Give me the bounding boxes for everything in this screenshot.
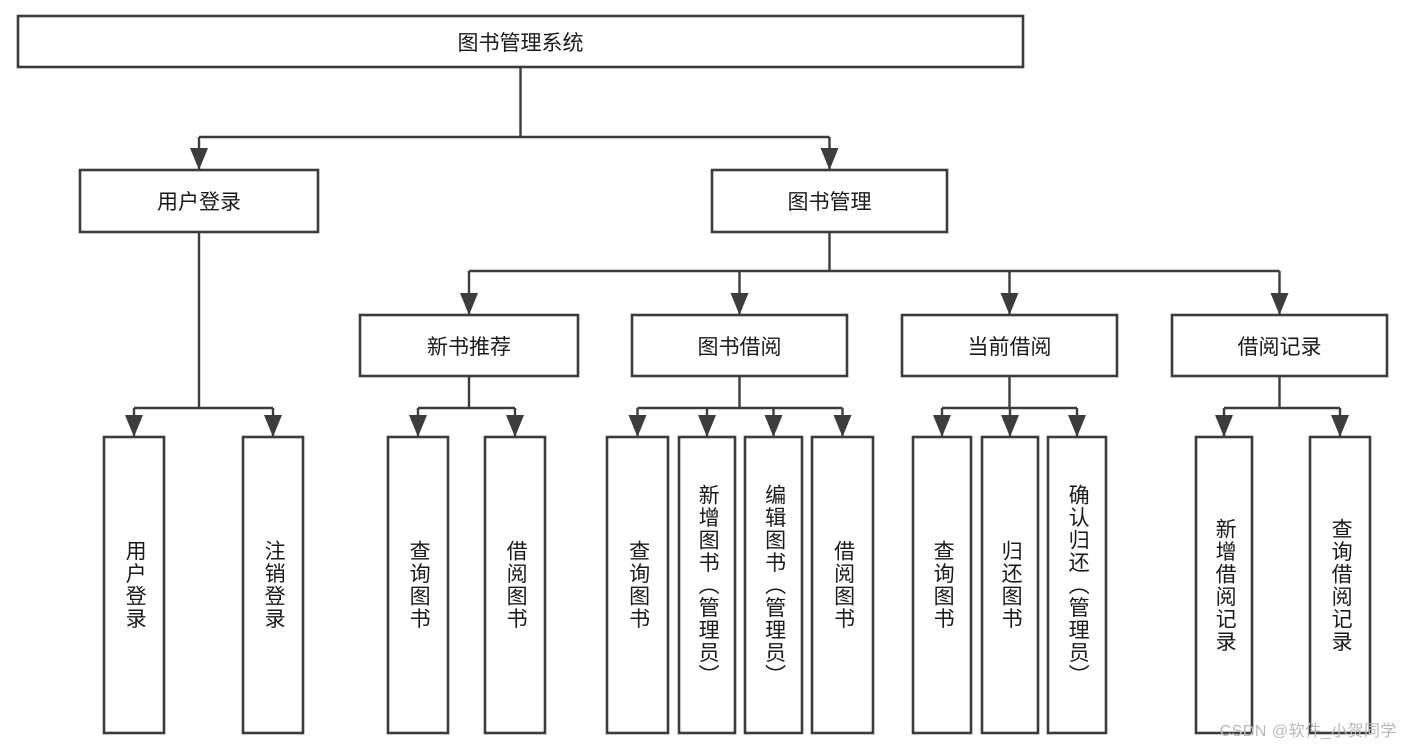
node-box-new-book-recommend[interactable]: [358, 313, 580, 378]
node-box-borrow-record[interactable]: [1170, 313, 1389, 378]
boxes-layer: [16, 14, 1389, 735]
arrow-head-icon-user-login: [190, 148, 208, 170]
node-box-leaf-user-login[interactable]: [102, 435, 166, 735]
node-box-leaf-query-borrow-record[interactable]: [1308, 435, 1372, 735]
arrow-head-icon-leaf-edit-book-admin: [764, 415, 783, 437]
node-box-leaf-edit-book-admin[interactable]: [743, 435, 804, 735]
arrow-head-icon-leaf-query-book-rec: [409, 415, 427, 437]
node-box-leaf-borrow-book-rec[interactable]: [483, 435, 547, 735]
node-box-leaf-user-logout[interactable]: [241, 435, 305, 735]
arrow-head-icon-leaf-user-login: [125, 415, 143, 437]
node-box-leaf-add-borrow-record[interactable]: [1194, 435, 1254, 735]
node-box-leaf-confirm-return-admin[interactable]: [1046, 435, 1108, 735]
arrow-head-icon-leaf-query-book-borrow: [628, 415, 647, 437]
arrow-head-icon-leaf-add-book-admin: [698, 415, 716, 437]
arrow-head-icon-leaf-confirm-return-admin: [1068, 415, 1086, 437]
arrow-head-icon-leaf-borrow-book-rec: [506, 415, 524, 437]
node-box-user-login[interactable]: [78, 168, 320, 234]
arrow-head-icon-leaf-query-book-current: [933, 415, 951, 437]
arrow-head-icon-leaf-add-borrow-record: [1215, 415, 1233, 437]
node-box-leaf-add-book-admin[interactable]: [677, 435, 737, 735]
node-box-leaf-return-book[interactable]: [980, 435, 1040, 735]
node-box-leaf-query-book-borrow[interactable]: [605, 435, 670, 735]
arrow-head-icon-new-book-recommend: [460, 293, 478, 315]
node-box-root[interactable]: [16, 14, 1025, 69]
watermark-text: CSDN @软件_小贺同学: [1219, 723, 1397, 740]
node-box-book-borrow[interactable]: [630, 313, 849, 378]
connectors-layer: [125, 67, 1349, 437]
arrow-head-icon-leaf-return-book: [1001, 415, 1019, 437]
node-box-book-manage[interactable]: [710, 168, 949, 234]
arrow-head-icon-leaf-borrow-book: [833, 415, 852, 437]
arrow-head-icon-leaf-user-logout: [264, 415, 282, 437]
arrow-head-icon-borrow-record: [1270, 293, 1289, 315]
node-box-leaf-borrow-book[interactable]: [810, 435, 875, 735]
node-box-leaf-query-book-current[interactable]: [911, 435, 973, 735]
arrow-head-icon-leaf-query-borrow-record: [1331, 415, 1349, 437]
arrow-head-icon-book-borrow: [730, 293, 749, 315]
node-box-leaf-query-book-rec[interactable]: [386, 435, 450, 735]
arrow-head-icon-current-borrow: [1000, 293, 1019, 315]
node-box-current-borrow[interactable]: [900, 313, 1119, 378]
arrow-head-icon-book-manage: [820, 148, 839, 170]
